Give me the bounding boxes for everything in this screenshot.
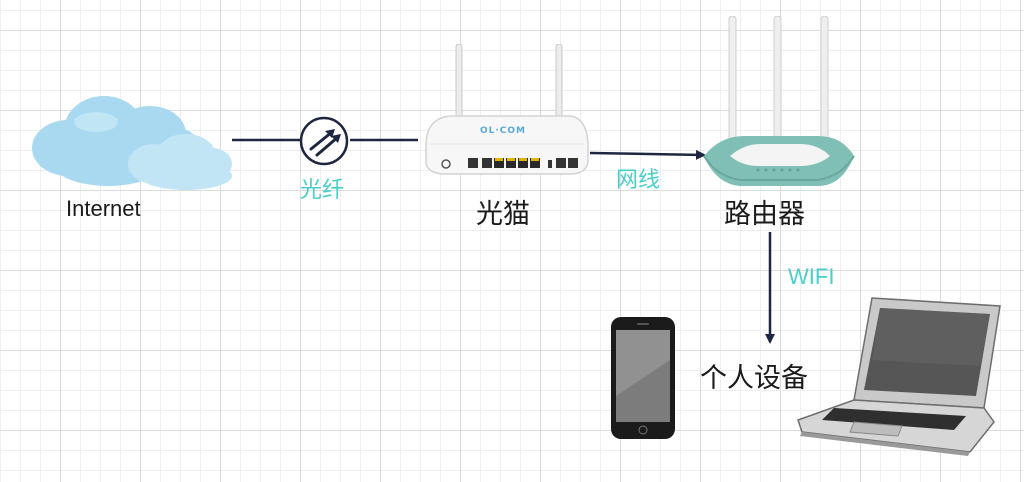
modem-brand: OL·COM	[480, 126, 527, 136]
laptop-icon	[797, 297, 1001, 456]
cable-arrow	[589, 149, 706, 160]
wifi-label: WIFI	[788, 264, 835, 289]
router-icon	[703, 16, 855, 186]
router-label: 路由器	[724, 199, 805, 230]
fiber-label: 光纤	[300, 178, 345, 203]
fiber-connector-icon	[299, 116, 349, 166]
devices-label: 个人设备	[700, 363, 808, 394]
cloud-icon	[32, 96, 232, 190]
internet-label: Internet	[66, 196, 141, 221]
cable-label: 网线	[616, 168, 661, 193]
modem-icon	[425, 44, 589, 175]
smartphone-icon	[611, 317, 675, 439]
modem-label: 光猫	[476, 199, 530, 230]
